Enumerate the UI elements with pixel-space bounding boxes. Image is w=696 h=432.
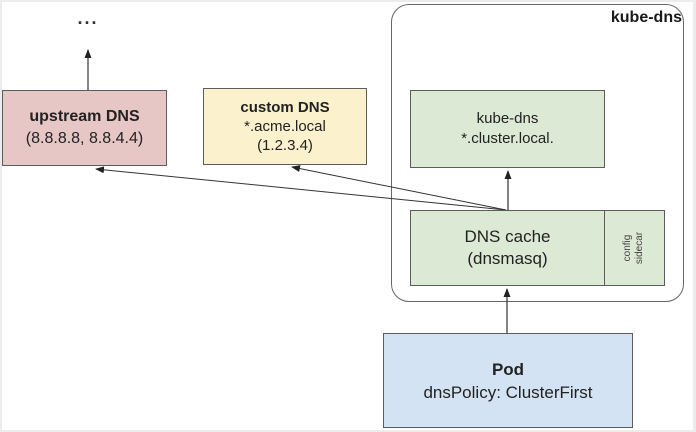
page-edge-left [0, 0, 2, 432]
more-upstream-ellipsis: ... [77, 8, 99, 28]
dns-cache-title: DNS cache [464, 227, 551, 246]
custom-dns-domain: *.acme.local [244, 118, 326, 135]
pod-title: Pod [491, 359, 525, 379]
config-sidecar-label: config sidecar [622, 231, 646, 265]
upstream-dns-box: upstream DNS (8.8.8.8, 8.8.4.4) [2, 90, 167, 166]
dns-cache-subtitle: (dnsmasq) [467, 249, 548, 268]
upstream-dns-title: upstream DNS [29, 108, 140, 125]
kube-dns-service-domain: *.cluster.local. [461, 130, 554, 147]
page-edge-top [0, 0, 696, 2]
custom-dns-address: (1.2.3.4) [257, 137, 313, 154]
dns-cache-main-section: DNS cache (dnsmasq) [411, 226, 604, 270]
kube-dns-service-title: kube-dns [476, 110, 539, 127]
pod-box: Pod dnsPolicy: ClusterFirst [383, 333, 633, 428]
custom-dns-box: custom DNS *.acme.local (1.2.3.4) [203, 88, 367, 165]
kube-dns-service-box: kube-dns *.cluster.local. [410, 90, 605, 168]
custom-dns-title: custom DNS [240, 99, 330, 116]
page-edge-bottom [0, 430, 696, 432]
dns-cache-box: DNS cache (dnsmasq) config sidecar [410, 210, 665, 286]
cluster-title: kube-dns [610, 9, 682, 26]
upstream-dns-addresses: (8.8.8.8, 8.8.4.4) [25, 130, 144, 147]
page-edge-right [693, 0, 696, 432]
config-sidecar-section: config sidecar [604, 211, 664, 285]
pod-dns-policy: dnsPolicy: ClusterFirst [423, 382, 593, 402]
